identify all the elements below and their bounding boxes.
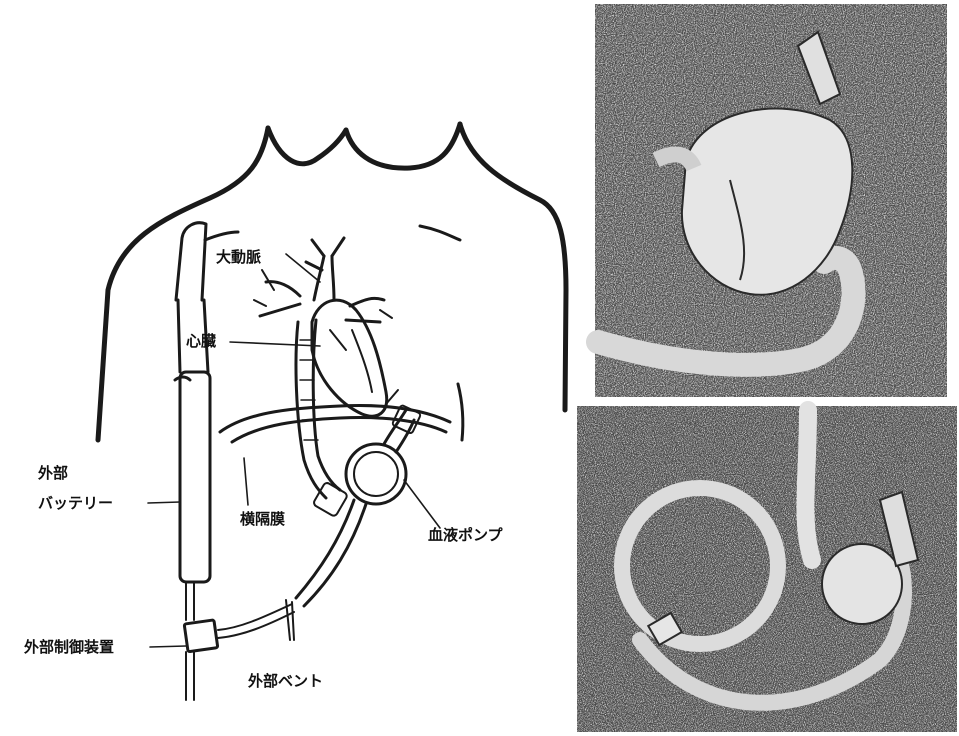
label-heart: 心臓 — [186, 332, 216, 350]
external-battery — [176, 223, 210, 620]
label-external-vent: 外部ベント — [247, 672, 323, 690]
label-external-battery-line2: バッテリー — [38, 494, 113, 512]
aorta-branches — [254, 238, 392, 322]
label-external-battery-line1: 外部 — [37, 464, 68, 482]
pump-photo-bottom — [577, 406, 957, 732]
pump-photo-top — [595, 4, 947, 397]
label-aorta: 大動脈 — [216, 248, 261, 266]
driveline — [286, 500, 366, 640]
label-external-controller: 外部制御装置 — [23, 638, 114, 656]
label-blood-pump: 血液ポンプ — [428, 526, 504, 544]
label-diaphragm: 横隔膜 — [240, 510, 285, 528]
heart — [312, 300, 387, 416]
